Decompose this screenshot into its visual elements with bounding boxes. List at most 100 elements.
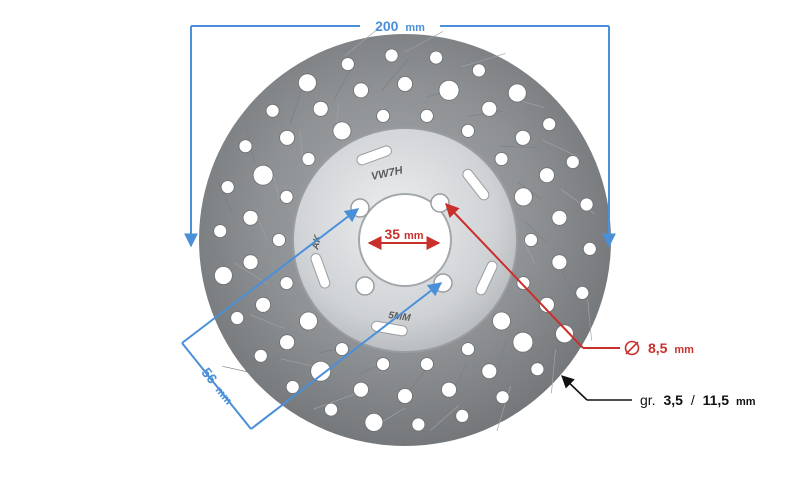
center-bore-dimension: 35 mm xyxy=(367,226,441,250)
vent-hole xyxy=(579,197,594,212)
vent-hole xyxy=(384,48,399,63)
bolt-hole-callout: 8,5 mm xyxy=(445,202,694,356)
vent-hole xyxy=(301,152,316,166)
surface-mark xyxy=(222,365,269,377)
vent-hole xyxy=(539,296,555,313)
center-bore-value: 35 xyxy=(384,226,400,242)
vent-hole xyxy=(492,311,511,331)
bolt-spacing-line-cross xyxy=(181,342,252,430)
disc-vent-holes xyxy=(213,48,597,432)
surface-mark xyxy=(496,385,512,432)
vent-hole xyxy=(265,103,280,118)
center-bore-unit: mm xyxy=(404,230,424,242)
vent-hole xyxy=(213,266,233,285)
thickness-value-b: 11,5 xyxy=(703,392,730,408)
vent-hole xyxy=(279,129,296,146)
bolt-hole-label: 8,5 mm xyxy=(648,340,694,356)
vent-hole xyxy=(575,285,590,300)
vent-hole xyxy=(213,224,228,239)
hub-slot xyxy=(475,260,498,296)
bolt-hole-unit: mm xyxy=(674,344,694,356)
vent-hole xyxy=(419,357,434,372)
vent-hole xyxy=(411,417,426,432)
thickness-separator: / xyxy=(691,392,695,408)
surface-mark xyxy=(542,139,579,158)
vent-hole xyxy=(335,342,349,357)
surface-mark xyxy=(461,53,506,68)
vent-hole xyxy=(461,123,475,138)
vent-hole xyxy=(494,152,509,166)
vent-hole xyxy=(279,334,296,351)
vent-hole xyxy=(429,50,444,65)
vent-hole xyxy=(565,155,580,169)
diameter-icon xyxy=(624,340,640,356)
vent-hole xyxy=(238,139,253,154)
vent-hole xyxy=(461,342,475,357)
vent-hole xyxy=(582,241,597,256)
surface-mark xyxy=(289,90,302,125)
surface-mark xyxy=(243,117,255,164)
surface-mark xyxy=(537,307,551,351)
bolt-hole-leader-diagonal xyxy=(445,202,584,349)
vent-hole xyxy=(332,121,352,141)
vent-hole xyxy=(455,408,470,423)
vent-hole xyxy=(555,324,574,344)
vent-hole xyxy=(285,380,300,394)
center-bore-label: 35 mm xyxy=(384,226,423,242)
hub-slot xyxy=(310,253,331,289)
thickness-value-a: 3,5 xyxy=(663,392,683,408)
surface-mark xyxy=(202,235,227,269)
surface-mark xyxy=(333,65,354,101)
vent-hole xyxy=(310,360,332,382)
surface-mark xyxy=(404,31,444,53)
vent-hole xyxy=(376,109,391,123)
surface-mark xyxy=(524,220,548,244)
surface-mark xyxy=(557,264,578,301)
outer-diameter-value: 200 xyxy=(375,18,399,34)
hub-slot xyxy=(371,320,408,337)
vent-hole xyxy=(312,100,329,117)
vent-hole xyxy=(481,100,498,117)
vent-hole xyxy=(481,363,498,380)
vent-hole xyxy=(441,381,457,398)
surface-mark xyxy=(214,173,233,213)
thickness-prefix: gr. xyxy=(640,392,656,408)
surface-mark xyxy=(381,57,410,92)
hub-slot xyxy=(462,168,490,201)
vent-hole xyxy=(507,83,527,103)
bolt-hole-top-right xyxy=(430,193,450,213)
vent-hole xyxy=(340,57,355,71)
vent-hole xyxy=(539,167,555,184)
surface-mark xyxy=(587,299,592,341)
surface-mark xyxy=(249,314,284,329)
bolt-spacing-label: 56 mm xyxy=(198,364,237,407)
vent-hole xyxy=(524,233,538,247)
bolt-hole-value: 8,5 xyxy=(648,340,668,356)
surface-mark xyxy=(313,393,356,410)
vent-hole xyxy=(419,109,434,123)
bolt-hole-top-left xyxy=(350,198,370,218)
vent-hole xyxy=(515,129,531,146)
vent-hole xyxy=(376,357,391,372)
vent-hole xyxy=(551,254,568,271)
vent-hole xyxy=(364,412,384,432)
vent-hole xyxy=(279,189,294,204)
surface-mark xyxy=(344,29,377,56)
surface-mark xyxy=(498,145,539,149)
outer-diameter-label: 200 mm xyxy=(375,18,425,34)
vent-hole xyxy=(324,402,339,417)
vent-hole xyxy=(551,209,568,226)
thickness-label: gr. 3,5 / 11,5 mm xyxy=(640,392,756,408)
vent-hole xyxy=(514,187,533,207)
vent-hole xyxy=(542,117,557,132)
vent-hole xyxy=(397,388,413,404)
vent-hole xyxy=(353,381,369,398)
bolt-hole-bottom-right xyxy=(433,273,453,293)
vent-hole xyxy=(471,63,486,78)
vent-hole xyxy=(252,164,274,186)
surface-mark xyxy=(522,239,536,264)
thickness-callout: gr. 3,5 / 11,5 mm xyxy=(561,375,756,408)
vent-hole xyxy=(495,390,510,405)
vent-hole xyxy=(255,296,272,313)
